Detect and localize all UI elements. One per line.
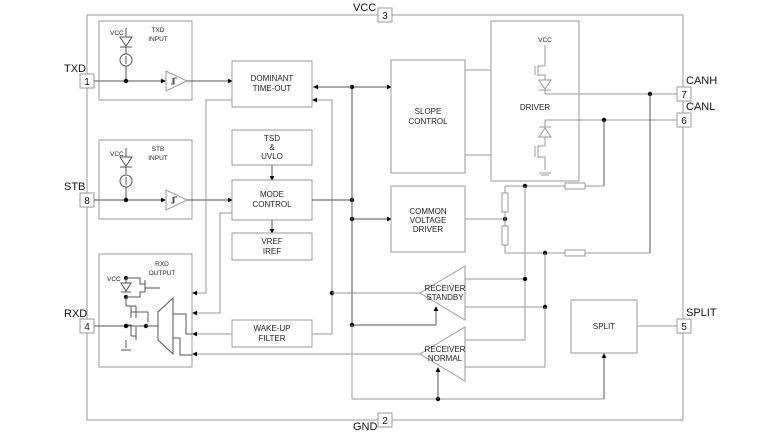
multiplexer-icon bbox=[157, 296, 174, 356]
resistor-icon bbox=[501, 225, 509, 246]
svg-text:&: & bbox=[269, 143, 275, 152]
rxd-output-block: RXD OUTPUT VCC bbox=[94, 253, 193, 368]
svg-text:SLOPE: SLOPE bbox=[415, 107, 442, 116]
diode-icon bbox=[119, 36, 133, 47]
pin-gnd-number: 2 bbox=[382, 416, 388, 427]
txd-input-block: TXD INPUT VCC bbox=[98, 20, 193, 101]
resistor-network bbox=[501, 182, 650, 340]
pin-stb-number: 8 bbox=[84, 196, 90, 207]
schmitt-buffer-icon bbox=[165, 70, 189, 92]
dominant-timeout-block: DOMINANT TIME-OUT bbox=[231, 60, 313, 108]
split-block: SPLIT bbox=[570, 299, 638, 354]
svg-text:CONTROL: CONTROL bbox=[252, 200, 292, 209]
pin-canh: CANH 7 bbox=[676, 75, 717, 102]
pin-split: SPLIT 5 bbox=[676, 307, 717, 334]
pin-rxd-label: RXD bbox=[64, 308, 87, 320]
diode-icon bbox=[119, 156, 133, 167]
svg-text:VCC: VCC bbox=[107, 276, 121, 283]
receiver-standby-block: RECEIVER STANDBY bbox=[419, 265, 466, 321]
pin-rxd-number: 4 bbox=[84, 322, 90, 333]
diode-icon bbox=[538, 79, 552, 90]
pin-stb-label: STB bbox=[64, 181, 85, 193]
svg-text:VCC: VCC bbox=[110, 151, 124, 158]
stb-input-block: STB INPUT VCC bbox=[98, 139, 193, 220]
svg-text:DOMINANT: DOMINANT bbox=[251, 74, 294, 83]
svg-text:RECEIVER: RECEIVER bbox=[425, 345, 466, 354]
svg-text:OUTPUT: OUTPUT bbox=[149, 270, 176, 277]
svg-text:MODE: MODE bbox=[260, 190, 284, 199]
svg-text:STANDBY: STANDBY bbox=[426, 293, 464, 302]
svg-text:IREF: IREF bbox=[263, 247, 281, 256]
pin-rxd: RXD 4 bbox=[64, 308, 95, 334]
svg-text:DRIVER: DRIVER bbox=[413, 225, 443, 234]
pin-split-label: SPLIT bbox=[686, 307, 717, 319]
wakeup-filter-block: WAKE-UP FILTER bbox=[231, 319, 313, 348]
svg-text:VREF: VREF bbox=[261, 237, 282, 246]
slope-control-block: SLOPE CONTROL bbox=[390, 59, 466, 174]
svg-text:INPUT: INPUT bbox=[148, 155, 168, 162]
svg-text:UVLO: UVLO bbox=[261, 152, 283, 161]
pin-vcc: 3 VCC bbox=[353, 2, 393, 23]
schmitt-buffer-icon bbox=[165, 189, 189, 211]
resistor-icon bbox=[564, 249, 586, 257]
svg-text:VCC: VCC bbox=[538, 37, 552, 44]
svg-text:TSD: TSD bbox=[264, 134, 280, 143]
svg-text:CONTROL: CONTROL bbox=[408, 117, 448, 126]
pin-canl-number: 6 bbox=[681, 116, 687, 127]
svg-text:RECEIVER: RECEIVER bbox=[425, 284, 466, 293]
pin-canh-label: CANH bbox=[686, 75, 717, 87]
svg-text:STB: STB bbox=[152, 146, 165, 153]
svg-text:WAKE-UP: WAKE-UP bbox=[253, 324, 290, 333]
resistor-icon bbox=[564, 182, 586, 190]
svg-text:COMMON: COMMON bbox=[409, 207, 447, 216]
pin-txd: TXD 1 bbox=[64, 63, 95, 89]
pin-canh-number: 7 bbox=[681, 90, 687, 101]
pin-split-number: 5 bbox=[681, 322, 687, 333]
pin-canl-label: CANL bbox=[686, 101, 715, 113]
common-voltage-driver-block: COMMON VOLTAGE DRIVER bbox=[390, 185, 466, 253]
ground-icon bbox=[539, 172, 551, 176]
svg-text:FILTER: FILTER bbox=[259, 334, 286, 343]
vcc-small-label: VCC bbox=[110, 30, 124, 37]
tsd-uvlo-block: TSD & UVLO bbox=[231, 129, 313, 166]
pin-txd-number: 1 bbox=[84, 77, 90, 88]
pin-gnd-label: GND bbox=[353, 421, 378, 432]
svg-text:VOLTAGE: VOLTAGE bbox=[410, 216, 447, 225]
svg-text:INPUT: INPUT bbox=[148, 36, 168, 43]
driver-block: DRIVER VCC bbox=[490, 20, 677, 182]
mode-control-block: MODE CONTROL bbox=[231, 179, 313, 221]
svg-text:SPLIT: SPLIT bbox=[593, 322, 615, 331]
svg-text:DRIVER: DRIVER bbox=[520, 103, 550, 112]
svg-text:RXD: RXD bbox=[155, 261, 169, 268]
receiver-normal-block: RECEIVER NORMAL bbox=[419, 326, 466, 382]
pin-vcc-number: 3 bbox=[382, 11, 388, 22]
vref-iref-block: VREF IREF bbox=[231, 232, 313, 261]
svg-text:NORMAL: NORMAL bbox=[428, 354, 463, 363]
pin-txd-label: TXD bbox=[64, 63, 86, 75]
pin-gnd: 2 GND bbox=[353, 412, 393, 432]
svg-text:TXD: TXD bbox=[152, 27, 165, 34]
pin-vcc-label: VCC bbox=[353, 2, 376, 14]
svg-text:TIME-OUT: TIME-OUT bbox=[253, 84, 292, 93]
resistor-icon bbox=[501, 192, 509, 213]
